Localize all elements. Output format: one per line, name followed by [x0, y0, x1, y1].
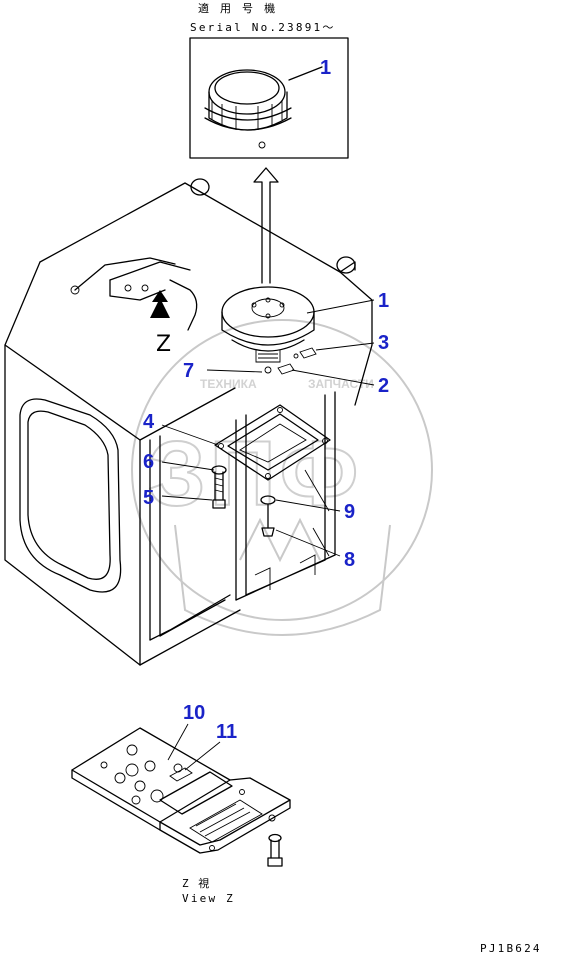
callout-4: 4 — [143, 411, 155, 433]
inset-fuel-cap — [204, 69, 292, 149]
wire-harness — [70, 257, 198, 331]
callout-3: 3 — [378, 332, 390, 354]
serial-text: Serial No.23891～ — [190, 21, 336, 34]
watermark-top-text: ТЕХНИКА — [200, 377, 257, 391]
upgrade-arrow — [253, 167, 279, 284]
fuel-cap — [221, 286, 315, 374]
callout-2: 2 — [378, 375, 390, 397]
callout-5: 5 — [143, 487, 155, 509]
callout-1-inset: 1 — [320, 57, 332, 79]
fuel-tank — [4, 178, 373, 666]
bolt-8 — [261, 504, 275, 537]
view-caption-jp: Z 視 — [182, 877, 211, 890]
washer-9 — [260, 495, 276, 505]
leader-11 — [184, 741, 221, 771]
watermark-text: ТЕХНИКА ЗАПЧАСТИ ЗПФ — [147, 377, 374, 526]
view-direction-arrow — [150, 290, 170, 318]
applicable-serial-jp: 適 用 号 機 — [198, 2, 278, 15]
view-marker-z: Z — [156, 332, 172, 357]
view-z-panel — [71, 727, 291, 854]
callout-10: 10 — [183, 702, 206, 724]
callout-6: 6 — [143, 451, 155, 473]
watermark-top-text-right: ЗАПЧАСТИ — [308, 377, 374, 391]
callout-7: 7 — [183, 360, 195, 382]
part-3-strainer — [299, 347, 317, 359]
leader-lines — [161, 299, 375, 557]
callout-1: 1 — [378, 290, 390, 312]
leader-10 — [167, 723, 189, 761]
view-caption-en: View Z — [182, 892, 235, 905]
view-z-bolt — [267, 833, 283, 867]
watermark-emblem — [131, 319, 433, 636]
callout-8: 8 — [344, 549, 356, 571]
callout-9: 9 — [344, 501, 356, 523]
leader-inset-1 — [288, 66, 323, 81]
inset-box — [189, 37, 349, 159]
mounting-flange — [214, 404, 331, 481]
part-3-washer — [293, 353, 299, 359]
callout-11: 11 — [216, 721, 238, 743]
drawing-code: PJ1B624 — [480, 942, 542, 955]
part-2-strainer — [277, 363, 295, 375]
